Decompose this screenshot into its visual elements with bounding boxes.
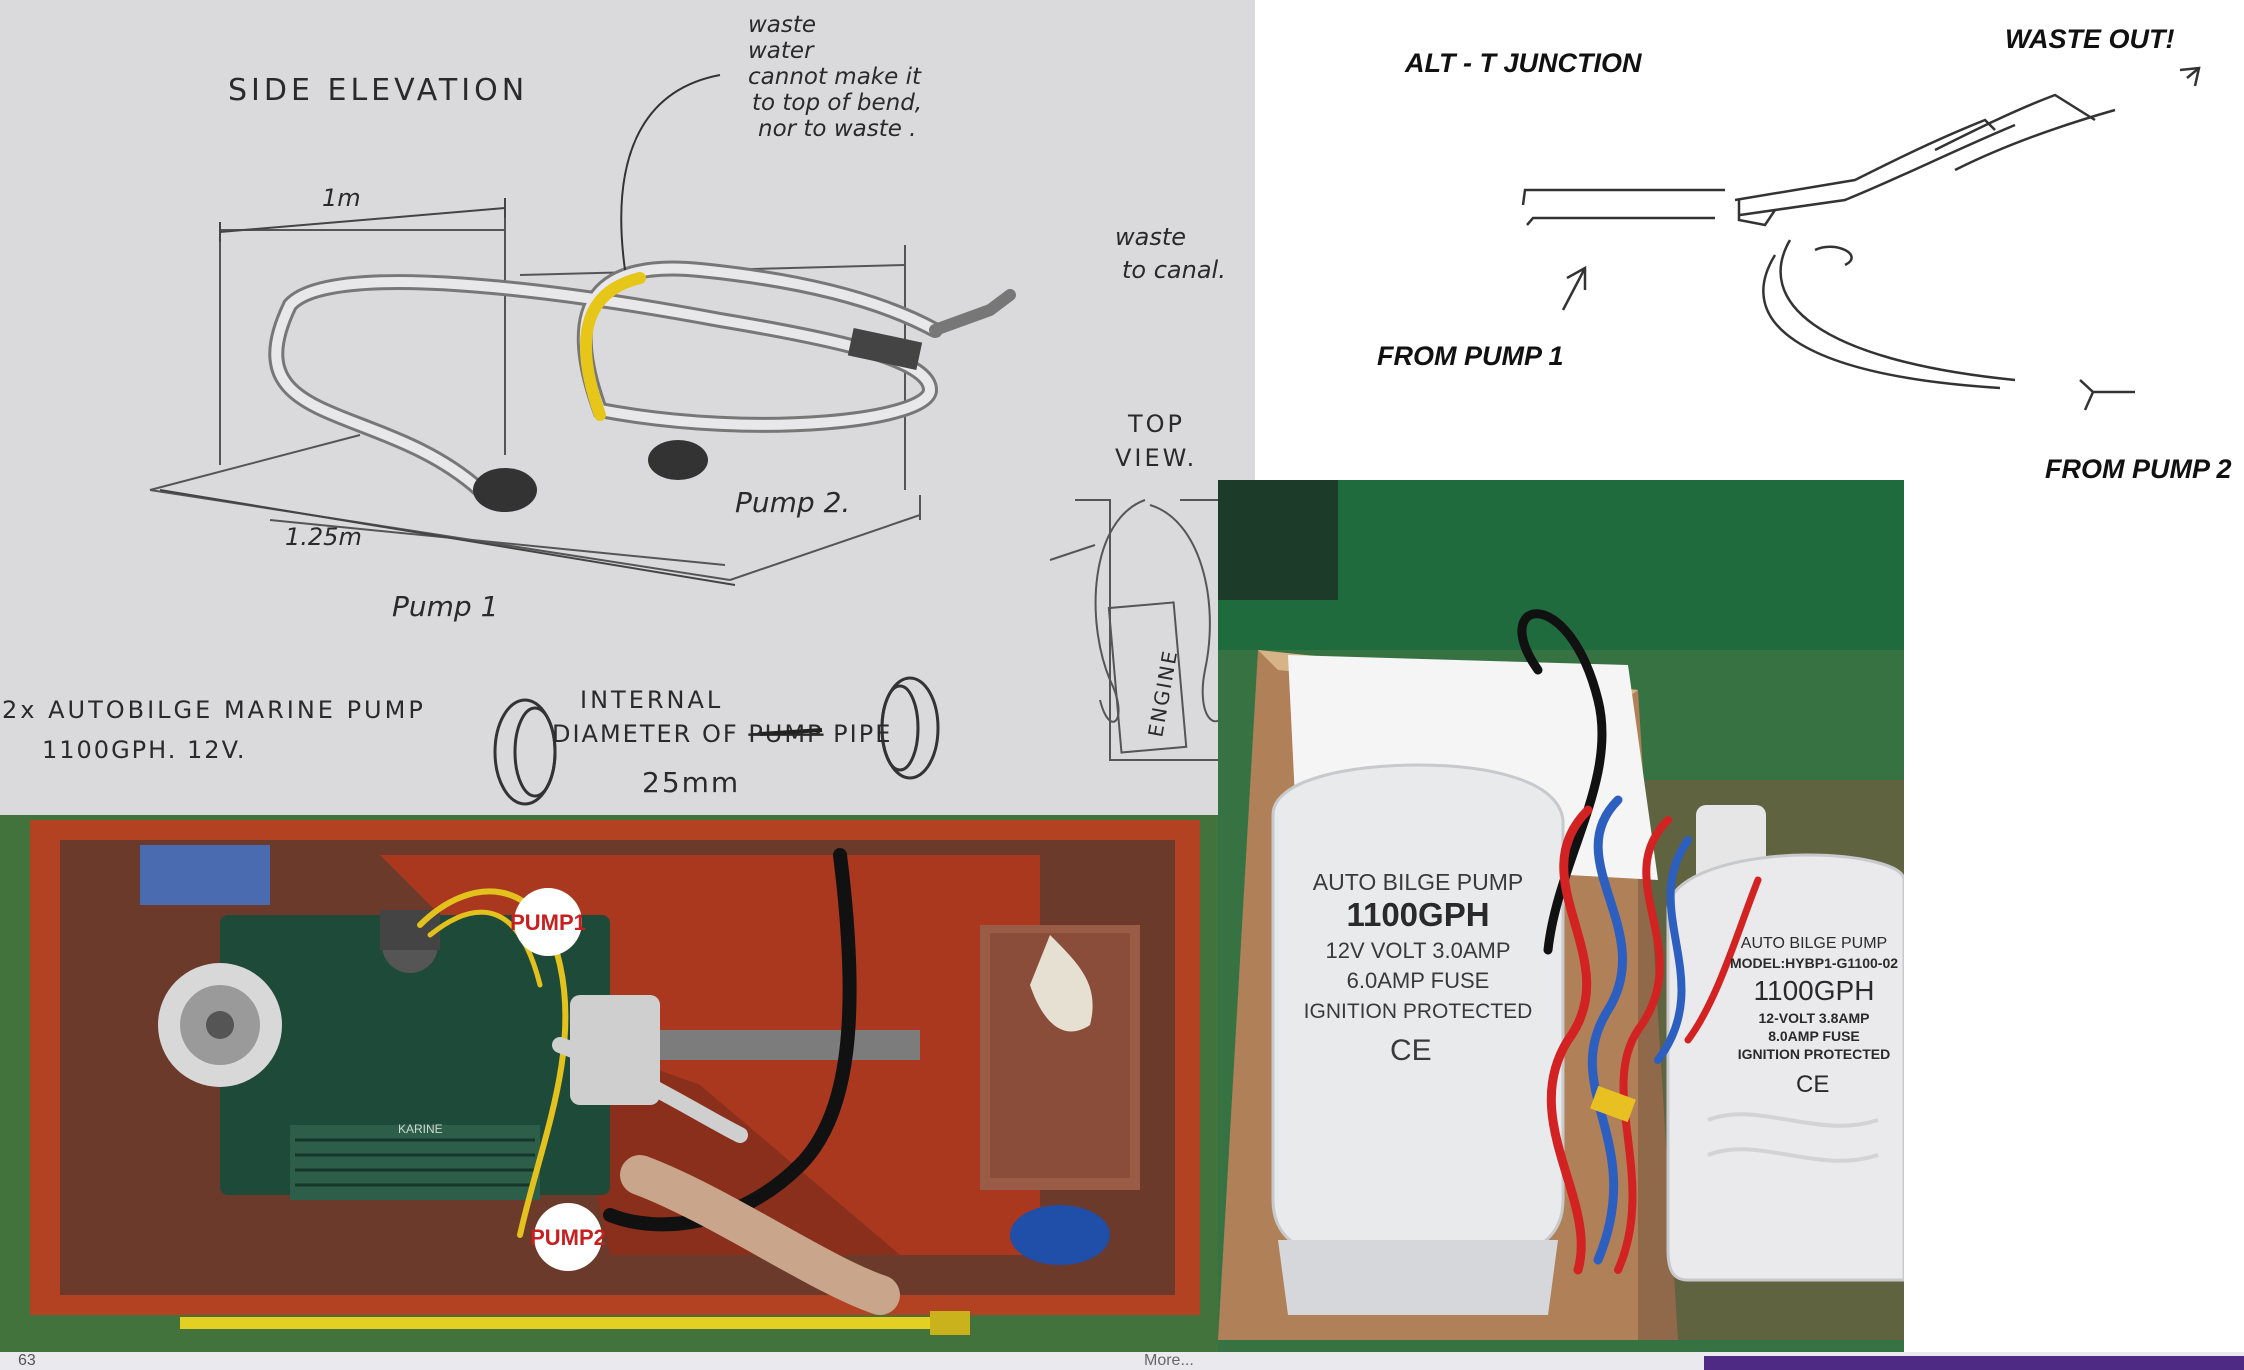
pump-b-line1: 12-VOLT 3.8AMP <box>1759 1010 1870 1026</box>
top-view-line-1: TOP <box>1127 410 1185 438</box>
pump2-photo-label: PUMP2 <box>530 1225 606 1250</box>
note-line-2: water <box>748 38 815 64</box>
pump-wires <box>1517 609 1762 1275</box>
engine-block <box>158 910 920 1200</box>
spec-line-1: 2x AUTOBILGE MARINE PUMP <box>2 696 426 724</box>
pump-sketches <box>473 440 708 512</box>
pipe-line-2: DIAMETER OF PUMP PIPE <box>552 720 892 748</box>
junction-title: ALT - T JUNCTION <box>1404 48 1642 78</box>
waste-label-1: waste <box>1115 223 1186 251</box>
rag <box>1030 935 1093 1032</box>
blue-bucket <box>1010 1205 1110 1265</box>
more-link[interactable]: More... <box>1144 1352 1194 1369</box>
pump-b-line3: IGNITION PROTECTED <box>1738 1046 1890 1062</box>
pipe-cross-sections <box>493 676 940 806</box>
waste-out-label: WASTE OUT! <box>2005 24 2175 54</box>
from-pump1-label: FROM PUMP 1 <box>1377 341 1564 371</box>
junction-drawing: ALT - T JUNCTION WASTE OUT! FROM PUMP 1 … <box>1377 24 2232 480</box>
footer-bar: 63 More... <box>0 1352 2244 1370</box>
tape-measure <box>180 1317 970 1329</box>
pumps-box-illustration: AUTO BILGE PUMP 1100GPH 12V VOLT 3.0AMP … <box>1218 480 1904 1352</box>
hose-loop <box>268 260 1016 498</box>
wire-connector <box>1590 1085 1636 1123</box>
dimension-top-label: 1m <box>322 184 361 212</box>
pump-a <box>1271 763 1565 1315</box>
t-junction-sketch: ALT - T JUNCTION WASTE OUT! FROM PUMP 1 … <box>1255 0 2244 480</box>
tank-outline <box>149 200 921 581</box>
pump-a-line1: 12V VOLT 3.0AMP <box>1325 938 1510 963</box>
engine-hoses <box>417 848 900 1315</box>
pump2-sketch-label: Pump 2. <box>735 486 850 519</box>
pumps-box-photo: AUTO BILGE PUMP 1100GPH 12V VOLT 3.0AMP … <box>1218 480 1904 1352</box>
pump-b-model: MODEL:HYBP1-G1100-02 <box>1730 955 1898 971</box>
dimension-lines <box>159 198 736 586</box>
pump-a-line3: IGNITION PROTECTED <box>1304 1000 1533 1023</box>
engine-badge: KARINE <box>398 1122 443 1136</box>
side-elevation-sketch: SIDE ELEVATION waste water cannot make i… <box>0 0 1255 815</box>
dimension-bottom-label: 1.25m <box>285 523 362 551</box>
spec-line-2: 1100GPH. 12V. <box>42 736 247 764</box>
pump-b-rating: 1100GPH <box>1754 975 1875 1006</box>
junction-lines <box>1521 66 2201 411</box>
pump2-callout: PUMP2 <box>530 1203 606 1271</box>
pump-a-brand: AUTO BILGE PUMP <box>1313 869 1523 895</box>
from-pump2-label: FROM PUMP 2 <box>2045 454 2232 480</box>
pump1-sketch-label: Pump 1 <box>392 590 498 623</box>
pump1-photo-label: PUMP1 <box>510 910 586 935</box>
note-line-1: waste <box>748 12 816 38</box>
engine-bay-illustration: PUMP1 PUMP2 KARINE <box>0 815 1218 1352</box>
note-line-4: to top of bend, <box>752 90 922 116</box>
sketch-title: SIDE ELEVATION <box>228 73 528 108</box>
footer-accent <box>1704 1356 2244 1370</box>
pump1-callout: PUMP1 <box>510 888 586 956</box>
note-arrow <box>620 74 721 271</box>
pump-a-ce-mark: CE <box>1390 1034 1432 1067</box>
pipe-line-3: 25mm <box>642 766 740 799</box>
page-number: 63 <box>18 1352 36 1369</box>
waste-label-2: to canal. <box>1122 256 1226 284</box>
pump-a-rating: 1100GPH <box>1346 896 1489 933</box>
top-view-line-2: VIEW. <box>1115 444 1197 472</box>
pipe-strike <box>759 728 823 736</box>
pump-a-line2: 6.0AMP FUSE <box>1347 968 1490 993</box>
pump-b-line2: 8.0AMP FUSE <box>1768 1028 1860 1044</box>
pump-b-ce-mark: CE <box>1796 1071 1829 1098</box>
note-line-5: nor to waste . <box>758 116 917 142</box>
engine-bay-photo: PUMP1 PUMP2 KARINE <box>0 815 1218 1352</box>
note-line-3: cannot make it <box>748 64 922 90</box>
pipe-line-1: INTERNAL <box>580 686 723 714</box>
sketch-drawing: SIDE ELEVATION waste water cannot make i… <box>0 0 1255 815</box>
battery <box>140 845 270 905</box>
pump-b-brand: AUTO BILGE PUMP <box>1741 935 1887 952</box>
